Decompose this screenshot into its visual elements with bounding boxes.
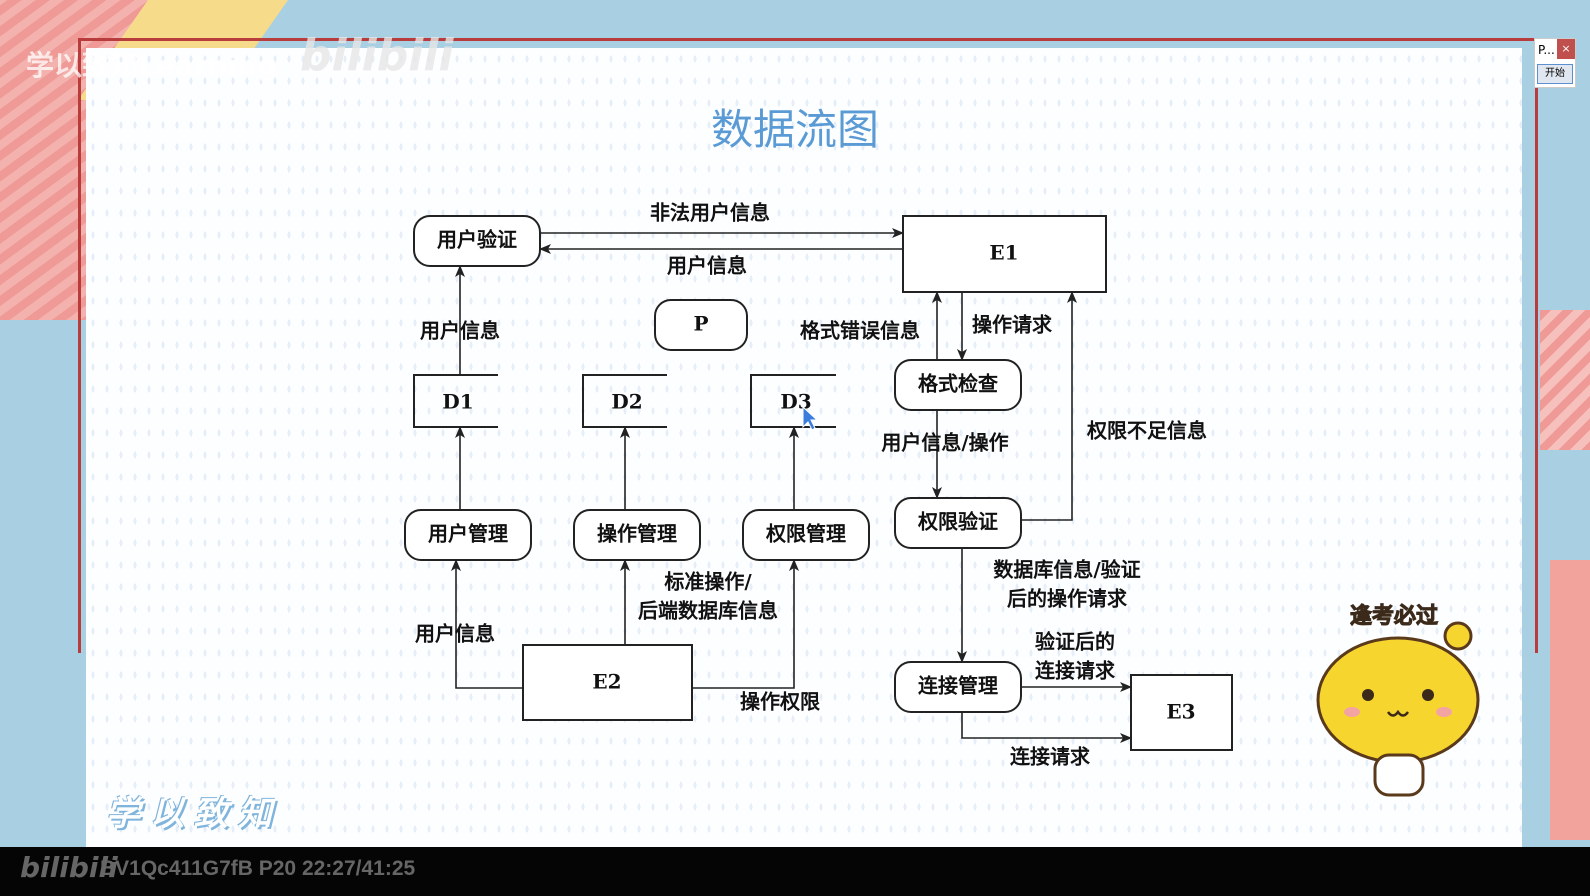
flow-label: 后端数据库信息 bbox=[638, 599, 778, 623]
slide-motto: 学以致知 bbox=[106, 794, 282, 834]
flow-label: 后的操作请求 bbox=[1007, 587, 1128, 611]
process-format-check: 格式检查 bbox=[894, 359, 1022, 411]
process-p: P bbox=[654, 299, 748, 351]
svg-text:E1: E1 bbox=[989, 241, 1018, 265]
flow-label: 用户信息 bbox=[415, 622, 495, 646]
svg-text:权限验证: 权限验证 bbox=[917, 510, 998, 534]
svg-text:权限管理: 权限管理 bbox=[765, 522, 846, 546]
flow-label: 权限不足信息 bbox=[1086, 419, 1207, 443]
store-d1: D1 bbox=[413, 374, 498, 428]
flow-arrow bbox=[451, 559, 523, 689]
mascot-tag: 逢考必过 bbox=[1349, 604, 1439, 630]
store-d3: D3 bbox=[750, 374, 836, 428]
background-decoration bbox=[1540, 310, 1590, 450]
process-op-mgmt: 操作管理 bbox=[573, 509, 701, 561]
flow-label: 操作请求 bbox=[972, 313, 1053, 337]
process-user-mgmt: 用户管理 bbox=[404, 509, 532, 561]
flow-label: 非法用户信息 bbox=[650, 201, 770, 225]
svg-text:E2: E2 bbox=[592, 670, 621, 694]
watermark-text: 学以致知Learning bbox=[26, 49, 278, 82]
flow-label: 用户信息/操作 bbox=[881, 431, 1008, 455]
svg-text:用户验证: 用户验证 bbox=[437, 228, 517, 252]
process-user-verify: 用户验证 bbox=[413, 215, 541, 267]
flow-label: 操作权限 bbox=[740, 690, 820, 714]
flow-label: 连接请求 bbox=[1010, 745, 1091, 769]
process-perm-mgmt: 权限管理 bbox=[742, 509, 870, 561]
process-conn-mgmt: 连接管理 bbox=[894, 661, 1022, 713]
close-icon[interactable]: × bbox=[1557, 39, 1575, 59]
flow-arrow bbox=[1021, 291, 1077, 521]
background-decoration bbox=[1550, 560, 1590, 840]
flow-label: 数据库信息/验证 bbox=[993, 558, 1140, 582]
watermark-logo: bilibili bbox=[300, 30, 454, 81]
mini-window: P... × 开始 bbox=[1534, 38, 1576, 88]
mini-window-title: P... bbox=[1538, 43, 1555, 57]
flow-label: 连接请求 bbox=[1035, 659, 1116, 683]
flow-arrow bbox=[692, 559, 799, 689]
mascot-icon bbox=[1316, 621, 1480, 797]
flow-label: 用户信息 bbox=[420, 319, 500, 343]
svg-text:E3: E3 bbox=[1166, 700, 1195, 724]
svg-text:格式检查: 格式检查 bbox=[918, 372, 998, 396]
svg-text:用户管理: 用户管理 bbox=[428, 522, 508, 546]
video-info: BV1Qc411G7fB P20 22:27/41:25 bbox=[100, 857, 416, 880]
start-button[interactable]: 开始 bbox=[1537, 64, 1573, 84]
svg-text:D2: D2 bbox=[611, 390, 642, 414]
store-d2: D2 bbox=[582, 374, 667, 428]
flow-label: 用户信息 bbox=[667, 254, 747, 278]
svg-text:D3: D3 bbox=[780, 390, 811, 414]
entity-e3: E3 bbox=[1130, 674, 1233, 751]
mouse-cursor-icon bbox=[802, 405, 819, 431]
slide-title: 数据流图 bbox=[710, 105, 879, 154]
svg-text:P: P bbox=[693, 312, 708, 336]
entity-e1: E1 bbox=[902, 215, 1107, 293]
flow-arrow bbox=[961, 712, 1132, 743]
slide bbox=[86, 48, 1522, 848]
bilibili-logo: bilibili bbox=[20, 851, 118, 884]
flow-label: 标准操作/ bbox=[664, 570, 752, 594]
flow-label: 格式错误信息 bbox=[800, 319, 920, 343]
svg-text:连接管理: 连接管理 bbox=[918, 674, 998, 698]
svg-text:D1: D1 bbox=[442, 390, 473, 414]
entity-e2: E2 bbox=[522, 644, 693, 721]
process-perm-verify: 权限验证 bbox=[894, 497, 1022, 549]
flow-label: 验证后的 bbox=[1035, 630, 1115, 654]
slide-frame bbox=[78, 38, 1538, 653]
player-bar: bilibili BV1Qc411G7fB P20 22:27/41:25 bbox=[0, 847, 1590, 896]
svg-text:操作管理: 操作管理 bbox=[597, 522, 677, 546]
